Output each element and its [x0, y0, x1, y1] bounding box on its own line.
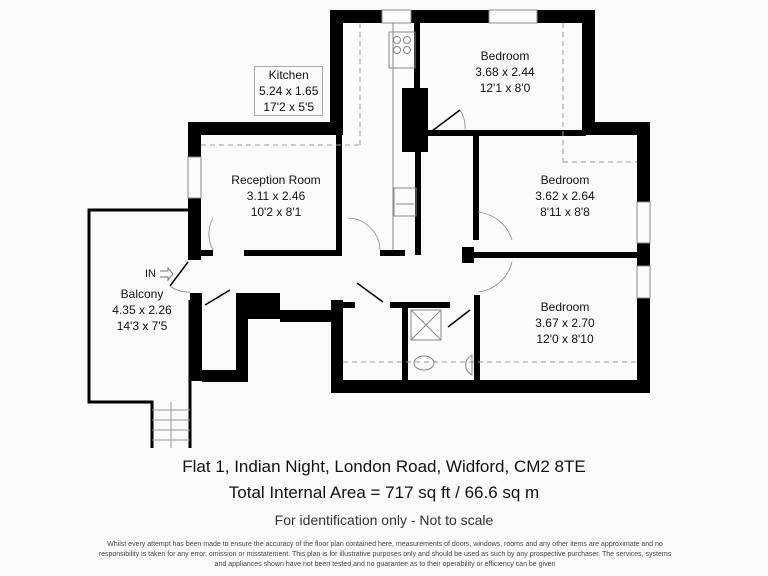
scale-note: For identification only - Not to scale	[274, 512, 494, 528]
arrow-right-icon	[160, 266, 174, 282]
room-metric: 4.35 x 2.26	[112, 303, 172, 317]
room-metric: 3.62 x 2.64	[535, 189, 595, 203]
balcony-outline	[87, 208, 192, 448]
total-area: Total Internal Area = 717 sq ft / 66.6 s…	[228, 483, 540, 502]
room-label-balcony: Balcony 4.35 x 2.26 14'3 x 7'5	[102, 286, 182, 334]
room-label-bedroom-3: Bedroom 3.67 x 2.70 12'0 x 8'10	[520, 299, 610, 347]
property-address: Flat 1, Indian Night, London Road, Widfo…	[182, 457, 586, 476]
bathroom-fittings	[410, 309, 473, 376]
windows	[187, 9, 651, 299]
room-name: Bedroom	[540, 300, 590, 314]
room-name: Bedroom	[480, 49, 530, 63]
entrance-label: IN	[145, 268, 156, 280]
room-metric: 3.67 x 2.70	[535, 316, 595, 330]
room-name: Balcony	[120, 287, 164, 301]
room-imperial: 12'0 x 8'10	[536, 332, 594, 346]
room-imperial: 8'11 x 8'8	[540, 205, 590, 219]
room-label-bedroom-2: Bedroom 3.62 x 2.64 8'11 x 8'8	[520, 172, 610, 220]
walls	[188, 10, 650, 393]
room-label-bedroom-1: Bedroom 3.68 x 2.44 12'1 x 8'0	[460, 48, 550, 96]
room-imperial: 14'3 x 7'5	[116, 319, 168, 333]
room-name: Reception Room	[231, 173, 321, 187]
dashed-lines	[201, 23, 637, 363]
stairs	[152, 402, 190, 448]
room-imperial: 12'1 x 8'0	[479, 81, 531, 95]
room-metric: 3.11 x 2.46	[246, 189, 306, 203]
door-swings	[169, 109, 513, 293]
room-imperial: 17'2 x 5'5	[263, 100, 314, 114]
room-imperial: 10'2 x 8'1	[250, 205, 302, 219]
room-metric: 5.24 x 1.65	[259, 84, 319, 98]
room-label-reception: Reception Room 3.11 x 2.46 10'2 x 8'1	[218, 172, 334, 220]
room-metric: 3.68 x 2.44	[475, 65, 535, 79]
disclaimer: Whilst every attempt has been made to en…	[98, 541, 672, 568]
room-label-kitchen: Kitchen 5.24 x 1.65 17'2 x 5'5	[254, 66, 324, 116]
kitchen-fittings	[388, 23, 417, 250]
room-name: Bedroom	[540, 173, 590, 187]
room-name: Kitchen	[268, 68, 309, 82]
doors	[169, 109, 471, 328]
floor-plan	[87, 9, 651, 448]
